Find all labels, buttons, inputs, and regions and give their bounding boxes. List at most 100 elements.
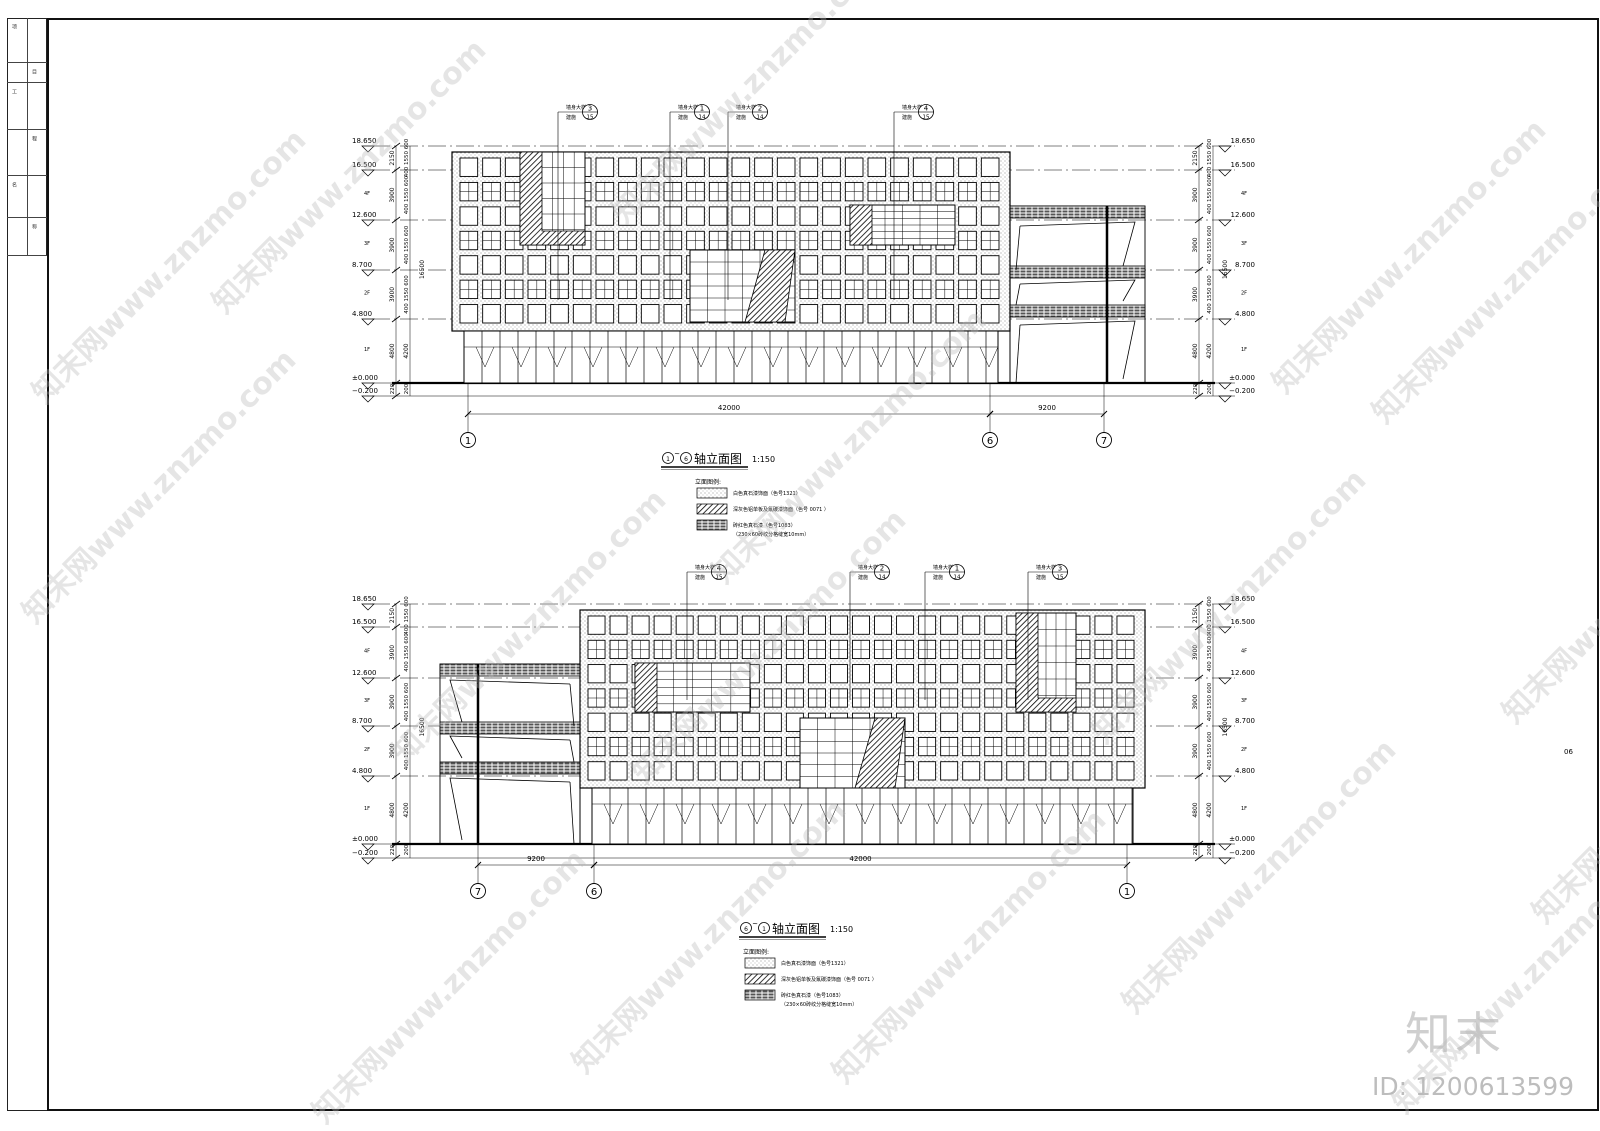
door-swing: [900, 803, 911, 825]
window: [844, 304, 864, 324]
window: [984, 712, 1003, 732]
ramp-slab: [449, 679, 571, 723]
window: [686, 206, 705, 226]
dim-tick: [1194, 772, 1204, 780]
window: [609, 615, 628, 635]
dim-value-small: 400: [404, 253, 410, 264]
window: [663, 255, 683, 275]
legend-swatch: [696, 503, 728, 515]
door-swing: [952, 346, 963, 368]
callout-sheet: 14: [954, 575, 961, 581]
dim-value-small: 1550: [1207, 645, 1213, 659]
window: [1050, 712, 1069, 732]
strip-cell: 程: [7, 130, 47, 176]
level-marker: [361, 843, 375, 851]
level-label-right: 18.650: [1231, 137, 1256, 145]
title-axis-bubble: [662, 452, 674, 464]
window: [686, 157, 705, 177]
level-label-left: 12.600: [352, 211, 377, 219]
window: [587, 664, 606, 684]
dim-value: 4800: [389, 802, 396, 817]
window: [1116, 664, 1135, 684]
dim-value-small: 400: [1207, 203, 1213, 214]
elevation-scale: 1:150: [830, 925, 853, 934]
dim-tick: [1194, 216, 1204, 224]
hatched-panel: [744, 249, 796, 323]
title-tilde: ~: [752, 920, 758, 928]
door-swing: [871, 346, 882, 368]
callout-sheet: 15: [923, 115, 930, 121]
level-label-left: ±0.000: [352, 835, 378, 843]
dim-tick: [391, 623, 401, 631]
legend-text: 砖红色真石漆（色号1083）: [781, 992, 844, 999]
door-swing: [511, 346, 522, 368]
dim-value-small: 1550: [1207, 695, 1213, 709]
dim-tick: [1194, 266, 1204, 274]
window: [918, 615, 937, 635]
door-swing: [592, 346, 603, 368]
callout-number: 2: [880, 565, 884, 573]
legend-title: 立面图例:: [743, 948, 769, 956]
window: [653, 712, 672, 732]
window: [958, 157, 977, 177]
door-swing: [972, 803, 983, 825]
window: [640, 304, 660, 324]
level-label-left: 8.700: [352, 261, 372, 269]
window: [1006, 712, 1025, 732]
dim-tick: [391, 266, 401, 274]
id-watermark: ID: 1200613599: [1372, 1072, 1575, 1101]
window: [890, 304, 909, 324]
door-swing: [880, 346, 891, 368]
legend-text: 白色真石漆饰面（色号1321）: [733, 490, 801, 497]
window: [482, 304, 501, 324]
window: [754, 157, 773, 177]
callout-label: 墙身大样: [933, 564, 953, 571]
level-marker: [1218, 677, 1232, 685]
window: [708, 157, 728, 177]
window: [799, 206, 819, 226]
elevation-2: 18.65016.50012.6008.7004.800±0.000−0.200…: [352, 564, 1255, 1008]
callout-sheet: 14: [699, 115, 706, 121]
dim-value-small: 400: [1207, 253, 1213, 264]
door-swing: [1044, 803, 1055, 825]
door-swing: [756, 803, 767, 825]
title-axis-bubble: [758, 922, 770, 934]
strip-cell: 项: [7, 18, 47, 63]
dim-value-small: 200: [404, 844, 410, 855]
window: [829, 615, 848, 635]
legend-text: 白色真石漆饰面（色号1321）: [781, 960, 849, 967]
dim-tick: [1194, 840, 1204, 848]
level-marker: [361, 677, 375, 685]
level-marker: [1218, 603, 1232, 611]
level-marker: [361, 269, 375, 277]
window: [631, 712, 650, 732]
door-swing: [1116, 803, 1127, 825]
title-block-strip: 项目工程名称: [7, 18, 47, 256]
title-tilde: ~: [674, 450, 680, 458]
door-swing: [844, 346, 855, 368]
level-marker: [1218, 169, 1232, 177]
brick-band: [1009, 304, 1146, 318]
callout-sub: 建施: [566, 114, 576, 121]
dim-value-small: 220: [1193, 383, 1199, 394]
ramp-slab: [449, 777, 571, 841]
level-label-left: 16.500: [352, 161, 377, 169]
window: [896, 615, 915, 635]
dim-label: 42000: [718, 404, 740, 412]
window: [844, 157, 864, 177]
dim-value-small: 400: [1207, 166, 1213, 177]
axis-number: 1: [465, 436, 471, 447]
window: [697, 712, 716, 732]
door-swing: [1107, 803, 1118, 825]
dim-value-small: 600: [1207, 225, 1213, 236]
dim-value-small: 400: [1207, 661, 1213, 672]
level-label-right: 4.800: [1235, 310, 1255, 318]
legend-swatch: [744, 973, 776, 985]
window: [482, 206, 501, 226]
window: [741, 615, 760, 635]
dim-value-small: 1550: [404, 151, 410, 165]
callout-label: 墙身大样: [695, 564, 715, 571]
window: [459, 157, 479, 177]
window: [785, 664, 804, 684]
drawing-border: [47, 18, 1599, 1111]
